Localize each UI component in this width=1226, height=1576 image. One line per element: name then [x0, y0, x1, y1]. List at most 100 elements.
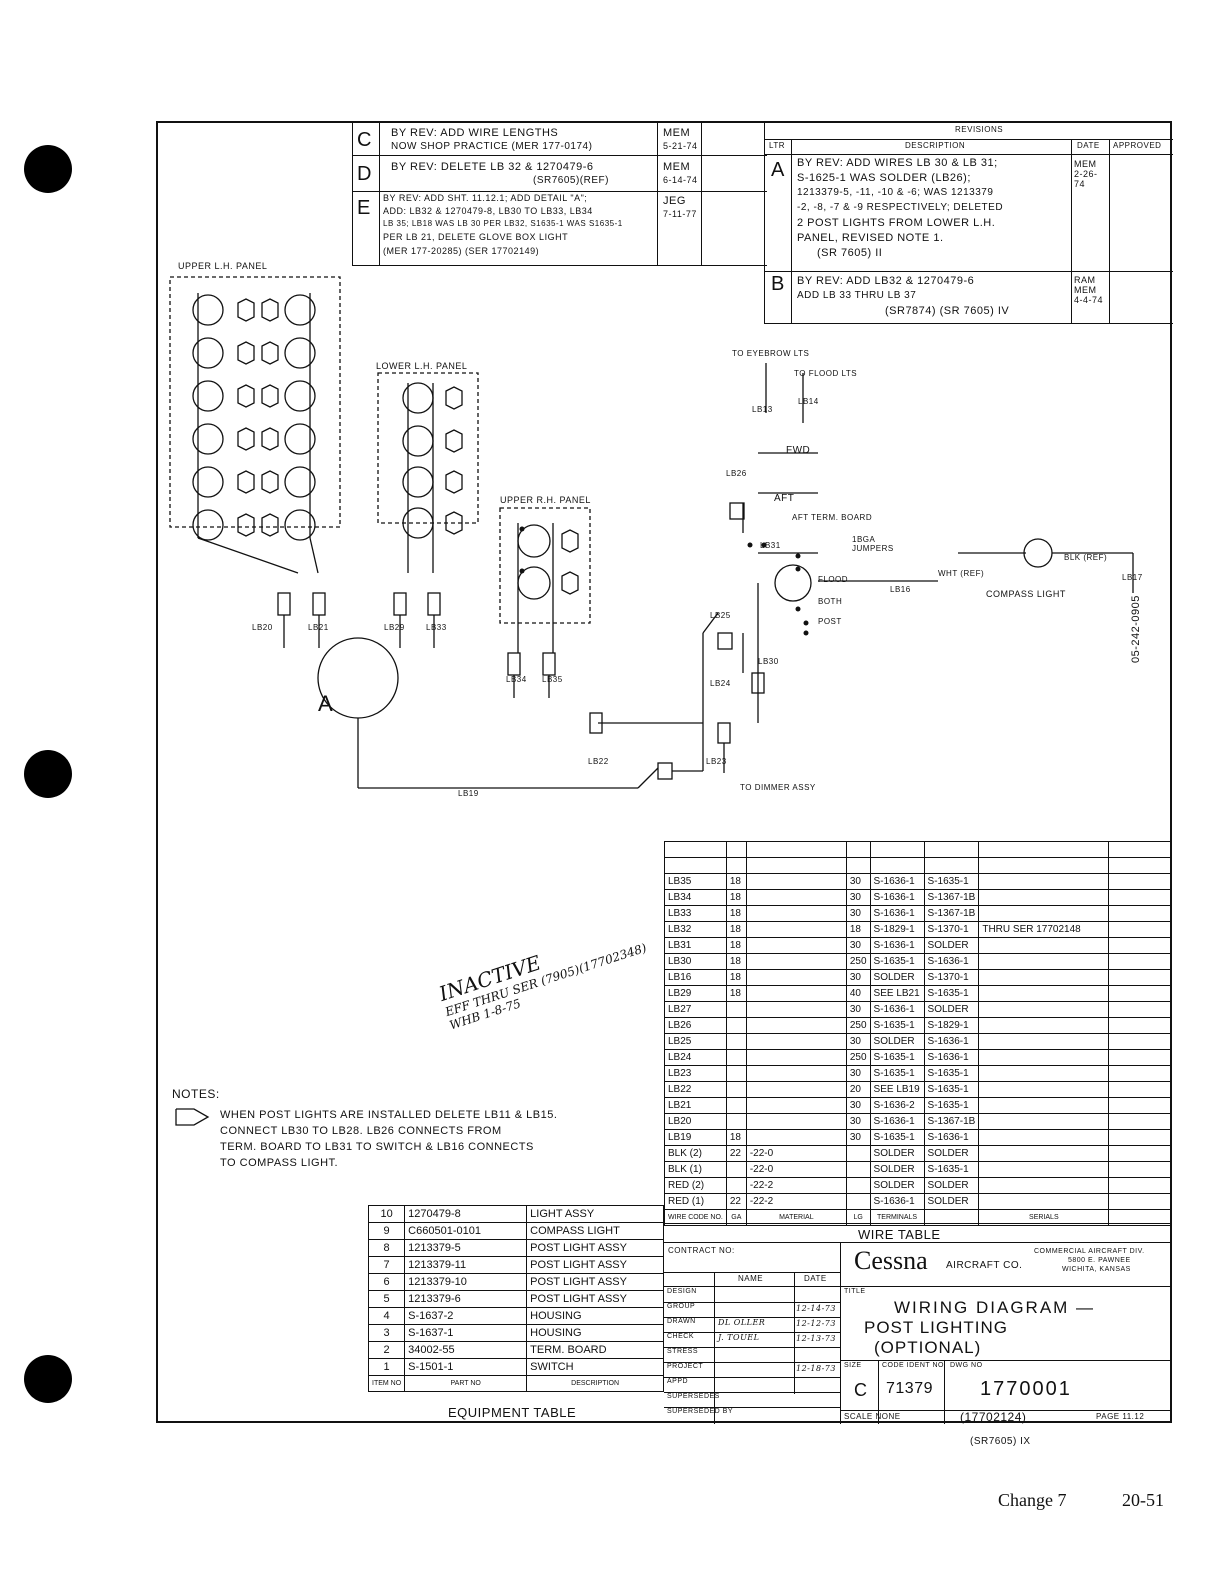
- revisions-block: REVISIONS LTR DESCRIPTION DATE APPROVED …: [764, 123, 1173, 324]
- to-dimmer-label: TO DIMMER ASSY: [740, 783, 816, 792]
- wire-cell: [978, 1097, 1110, 1114]
- division-line: COMMERCIAL AIRCRAFT DIV.: [1034, 1248, 1145, 1255]
- wire-cell: S-1636-1: [869, 889, 925, 906]
- wire-cell: S-1635-1: [869, 1049, 925, 1066]
- date-header: DATE: [804, 1274, 827, 1283]
- role-label: DRAWN: [667, 1318, 696, 1325]
- wire-header: TERMINALS: [869, 1209, 925, 1226]
- equipment-cell: S-1637-2: [404, 1307, 528, 1325]
- wire-cell: [725, 1081, 747, 1098]
- wire-cell: LB21: [664, 1097, 727, 1114]
- blank-cell: [978, 841, 1110, 858]
- wire-cell: S-1635-1: [923, 1081, 980, 1098]
- revision-text: 1213379-5, -11, -10 & -6; WAS 1213379: [797, 187, 994, 198]
- wire-cell: LB23: [664, 1065, 727, 1082]
- wire-cell: 30: [845, 905, 871, 922]
- scale-label: SCALE NONE: [844, 1412, 901, 1421]
- wire-cell: [745, 905, 847, 922]
- blank-cell: [869, 841, 925, 858]
- wire-cell: LB29: [664, 985, 727, 1002]
- revision-text: (SR7605)(REF): [533, 175, 609, 186]
- wire-cell: 18: [725, 921, 747, 938]
- wire-cell: 22: [725, 1193, 747, 1210]
- wire-cell: 18: [725, 937, 747, 954]
- wire-cell: 20: [845, 1081, 871, 1098]
- table-row: [664, 857, 1172, 874]
- wire-cell: LB30: [664, 953, 727, 970]
- wire-cell: 250: [845, 1017, 871, 1034]
- wire-cell: 30: [845, 1001, 871, 1018]
- revision-text: NOW SHOP PRACTICE (MER 177-0174): [391, 141, 593, 152]
- wire-cell: [978, 889, 1110, 906]
- equipment-cell: 4: [367, 1307, 406, 1325]
- wire-cell: S-1635-1: [923, 1161, 980, 1178]
- equipment-cell: COMPASS LIGHT: [526, 1222, 664, 1240]
- wire-cell: S-1636-1: [923, 1033, 980, 1050]
- blank-cell: [923, 857, 980, 874]
- drawing-title: WIRING DIAGRAM —: [894, 1298, 1096, 1317]
- wire-cell: [745, 1097, 847, 1114]
- wire-cell: 30: [845, 937, 871, 954]
- wire-cell: LB32: [664, 921, 727, 938]
- table-row: [664, 841, 1172, 858]
- signature-entry: 12-13-73: [796, 1334, 836, 1343]
- wire-cell: [978, 1193, 1110, 1210]
- role-label: CHECK: [667, 1333, 695, 1340]
- wire-cell: 18: [725, 969, 747, 986]
- wire-cell: [745, 985, 847, 1002]
- wire-cell: SOLDER: [923, 1177, 980, 1194]
- wire-cell: SOLDER: [923, 1145, 980, 1162]
- revision-text: PANEL, REVISED NOTE 1.: [797, 232, 944, 244]
- wire-cell: SOLDER: [869, 1145, 925, 1162]
- role-label: STRESS: [667, 1348, 699, 1355]
- equipment-cell: HOUSING: [526, 1307, 664, 1325]
- wire-cell: S-1829-1: [923, 1017, 980, 1034]
- change-revisions: C BY REV: ADD WIRE LENGTHS NOW SHOP PRAC…: [352, 123, 767, 266]
- revision-text: BY REV: ADD SHT. 11.12.1; ADD DETAIL "A"…: [383, 193, 588, 203]
- punch-hole-bottom: [24, 1355, 72, 1403]
- blank-cell: [664, 857, 727, 874]
- wire-cell: S-1635-1: [923, 1065, 980, 1082]
- footer-change: Change 7: [998, 1490, 1067, 1510]
- wire-cell: -22-0: [745, 1145, 847, 1162]
- revision-text: LB 35; LB18 WAS LB 30 PER LB32, S1635-1 …: [383, 219, 623, 228]
- wire-cell: S-1635-1: [869, 1129, 925, 1146]
- note-line: TERM. BOARD TO LB31 TO SWITCH & LB16 CON…: [220, 1141, 534, 1153]
- wire-cell: LB16: [664, 969, 727, 986]
- wire-label: LB33: [426, 623, 447, 632]
- wire-cell: 250: [845, 1049, 871, 1066]
- wire-cell: [745, 873, 847, 890]
- title-header: TITLE: [844, 1288, 866, 1295]
- wire-cell: [725, 1017, 747, 1034]
- wire-label: LB16: [890, 585, 911, 594]
- blank-cell: [845, 841, 871, 858]
- wire-label: LB25: [710, 611, 731, 620]
- wire-header: WIRE CODE NO.: [664, 1209, 727, 1226]
- wire-cell: [745, 1017, 847, 1034]
- equipment-table-title: EQUIPMENT TABLE: [448, 1405, 577, 1420]
- wire-cell: [978, 1065, 1110, 1082]
- wire-cell: 18: [725, 985, 747, 1002]
- blank-cell: [1108, 841, 1172, 858]
- wire-label: LB20: [252, 623, 273, 632]
- footer-page-number: 20-51: [1122, 1490, 1164, 1510]
- wire-cell: [978, 905, 1110, 922]
- equipment-cell: 2: [367, 1341, 406, 1359]
- wire-label: LB19: [458, 789, 479, 798]
- wire-cell: 18: [725, 953, 747, 970]
- signature-entry: DL OLLER: [718, 1318, 766, 1327]
- revision-letter: A: [771, 159, 785, 181]
- blank-cell: [664, 841, 727, 858]
- equipment-cell: POST LIGHT ASSY: [526, 1273, 664, 1291]
- blank-cell: [725, 841, 747, 858]
- revision-text: BY REV: ADD WIRES LB 30 & LB 31;: [797, 157, 998, 169]
